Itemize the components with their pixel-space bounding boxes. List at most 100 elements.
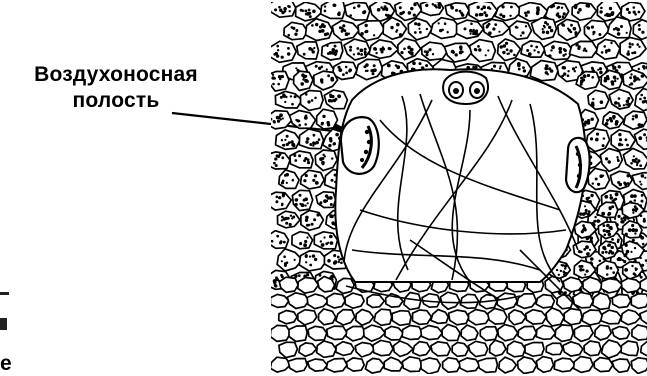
epidermal-cell [612,294,630,307]
epidermal-cell [509,310,526,325]
chlorenchyma-cell [597,261,618,279]
epidermal-cell [355,343,375,358]
epidermal-cell [336,342,354,356]
epidermal-cell [442,324,460,340]
epidermal-cell [621,341,638,356]
chlorenchyma-cell [297,42,319,59]
section-drawing [265,0,647,374]
epidermal-cell [365,358,384,373]
epidermal-cell [498,325,518,341]
chlorenchyma-cell [279,170,299,189]
epidermal-cell [404,293,421,310]
chlorenchyma-cell [530,61,558,81]
chlorenchyma-cell [498,39,521,61]
chlorenchyma-cell [321,0,346,18]
epidermal-cell [563,277,583,292]
epidermal-cell [327,326,347,339]
chlorenchyma-cell [444,43,472,62]
epidermal-cell [385,326,403,340]
epidermal-cell [443,358,461,372]
chlorenchyma-cell [306,19,333,41]
chlorenchyma-cell [269,41,296,62]
epidermal-cell [546,308,564,326]
chlorenchyma-cell [277,249,302,271]
chlorenchyma-cell [569,41,597,57]
epidermal-cell [270,294,288,307]
epidermal-cell [595,325,612,340]
chlorenchyma-cell [588,90,609,109]
epidermal-cell [431,342,451,356]
epidermal-cell [563,342,583,356]
epidermal-cell [270,357,290,372]
epidermal-cell [392,311,411,326]
epidermal-cell [413,342,431,356]
epidermal-cell [346,326,366,341]
chlorenchyma-cell [276,130,301,150]
epidermal-cell [602,340,623,358]
epidermal-cell [632,325,647,340]
epidermal-cell [640,311,647,324]
epidermal-cell [347,358,365,371]
epidermal-cell [440,292,459,309]
epidermal-cell [564,309,582,325]
epidermal-cell [393,341,413,357]
epidermal-cell [279,277,298,292]
epidermal-cell [317,341,337,357]
epidermal-cell [356,309,374,325]
epidermal-cell [584,341,601,356]
epidermal-cell [421,358,441,374]
epidermal-cell [402,326,423,340]
epidermal-cell [298,310,317,325]
chlorenchyma-cell [267,72,289,92]
epidermal-cell [308,326,327,340]
epidermal-cell [308,359,328,371]
epidermal-cell [631,358,647,374]
chlorenchyma-cell [267,192,291,210]
epidermal-cell [555,325,573,342]
epidermal-cell [336,310,355,325]
epidermal-cell [460,294,478,308]
epidermal-cell [319,309,336,325]
epidermal-cell [518,326,537,340]
epidermal-cell [374,309,392,325]
chlorenchyma-cell [290,151,313,168]
chlorenchyma-cell [299,251,327,271]
epidermal-cell [554,358,575,372]
epidermal-cell [526,310,547,324]
epidermal-cell [612,359,630,372]
epidermal-cell [279,342,298,357]
air-cavity [341,117,379,174]
epidermal-cell [431,310,448,324]
epidermal-cell [287,293,309,309]
epidermal-cell [413,310,432,324]
epidermal-cell [459,358,480,372]
epidermal-cell [288,359,307,372]
chlorenchyma-cell [356,59,383,79]
chlorenchyma-cell [521,41,545,57]
chlorenchyma-cell [301,210,324,230]
chlorenchyma-cell [610,171,632,189]
epidermal-cell [449,310,469,325]
chlorenchyma-cell [620,37,646,60]
chlorenchyma-cell [269,0,296,17]
chlorenchyma-cell [314,71,338,90]
epidermal-cell [525,343,544,357]
epidermal-cell [299,343,317,356]
chlorenchyma-cell [544,41,574,59]
epidermal-cell [452,342,468,356]
epidermal-cell [536,295,554,308]
epidermal-cell [621,310,641,325]
epidermal-cell [641,342,647,356]
chlorenchyma-cell [588,168,610,189]
epidermal-cell [507,341,525,357]
epidermal-cell [594,358,613,372]
epidermal-cell [536,325,555,339]
epidermal-cell [326,359,347,373]
chlorenchyma-cell [395,0,422,20]
epidermal-cell [536,357,553,373]
epidermal-cell [279,311,297,324]
epidermal-cell [345,293,364,308]
epidermal-cell [612,327,630,340]
epidermal-cell [478,358,498,372]
chlorenchyma-cell [603,112,624,129]
